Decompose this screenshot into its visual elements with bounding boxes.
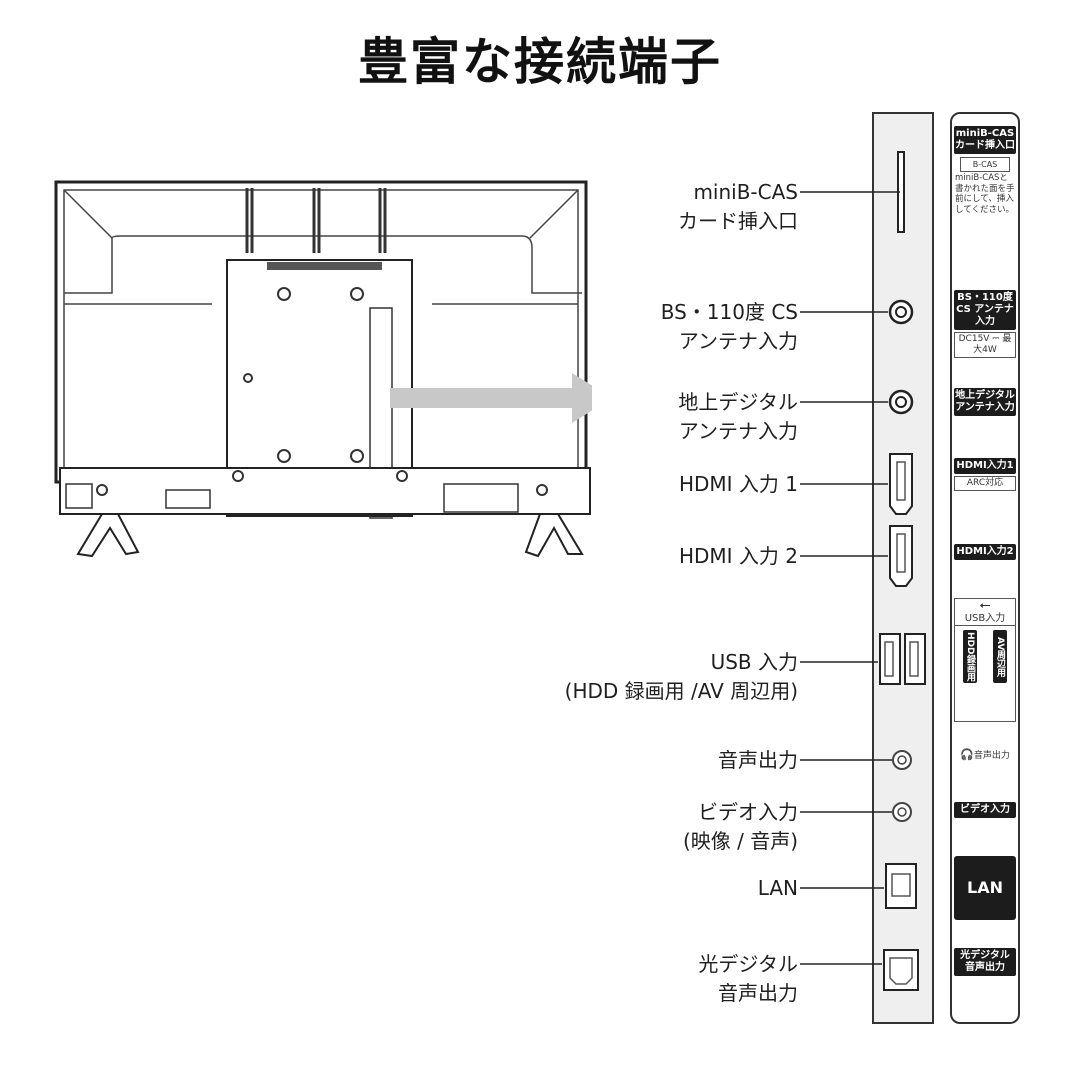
- panel-label-bs: BS・110度CS アンテナ入力 DC15V ⎓ 最大4W: [954, 290, 1016, 358]
- port-label-usb: USB 入力(HDD 録画用 /AV 周辺用): [564, 650, 798, 703]
- audio-out-jack: [892, 750, 912, 770]
- panel-label-hdmi2: HDMI入力2: [954, 544, 1016, 560]
- port-label-hdmi2: HDMI 入力 2: [678, 544, 798, 568]
- headphone-icon: 🎧: [960, 748, 974, 761]
- port-label-optical: 光デジタル音声出力: [698, 952, 798, 1005]
- port-label-terrestrial: 地上デジタルアンテナ入力: [678, 390, 798, 443]
- panel-label-lan: LAN: [954, 856, 1016, 920]
- tv-rear-illustration: [54, 180, 592, 558]
- page-title: 豊富な接続端子: [358, 33, 722, 91]
- port-label-audio-out: 音声出力: [718, 748, 798, 772]
- lan-connector: [885, 863, 917, 909]
- panel-label-hdmi1: HDMI入力1 ARC対応: [954, 458, 1016, 491]
- bcas-card-icon: B-CAS: [960, 157, 1010, 172]
- optical-connector: [883, 949, 919, 991]
- port-label-video-in: ビデオ入力(映像 / 音声): [682, 800, 798, 853]
- port-label-lan: LAN: [757, 876, 798, 900]
- port-label-hdmi1: HDMI 入力 1: [678, 472, 798, 496]
- hdmi1-connector: [889, 453, 913, 515]
- usb-connectors: [879, 633, 926, 685]
- terrestrial-antenna-connector: [888, 389, 914, 415]
- panel-label-optical: 光デジタル 音声出力: [954, 948, 1016, 976]
- panel-label-audio-out: 🎧音声出力: [960, 748, 1010, 761]
- usb-symbol-icon: ⭠: [979, 597, 991, 613]
- panel-label-minibcas: miniB-CAS カード挿入口 B-CAS miniB-CASと書かれた面を手…: [954, 126, 1016, 215]
- video-in-jack: [892, 802, 912, 822]
- panel-label-terrestrial: 地上デジタル アンテナ入力: [954, 388, 1016, 416]
- hdmi2-connector: [889, 525, 913, 587]
- side-connector-panel: [872, 112, 934, 1024]
- bs-antenna-connector: [888, 299, 914, 325]
- panel-label-video-in: ビデオ入力: [954, 802, 1016, 818]
- panel-label-usb: ⭠ USB入力 HDD録画用 AV周辺用: [954, 598, 1016, 722]
